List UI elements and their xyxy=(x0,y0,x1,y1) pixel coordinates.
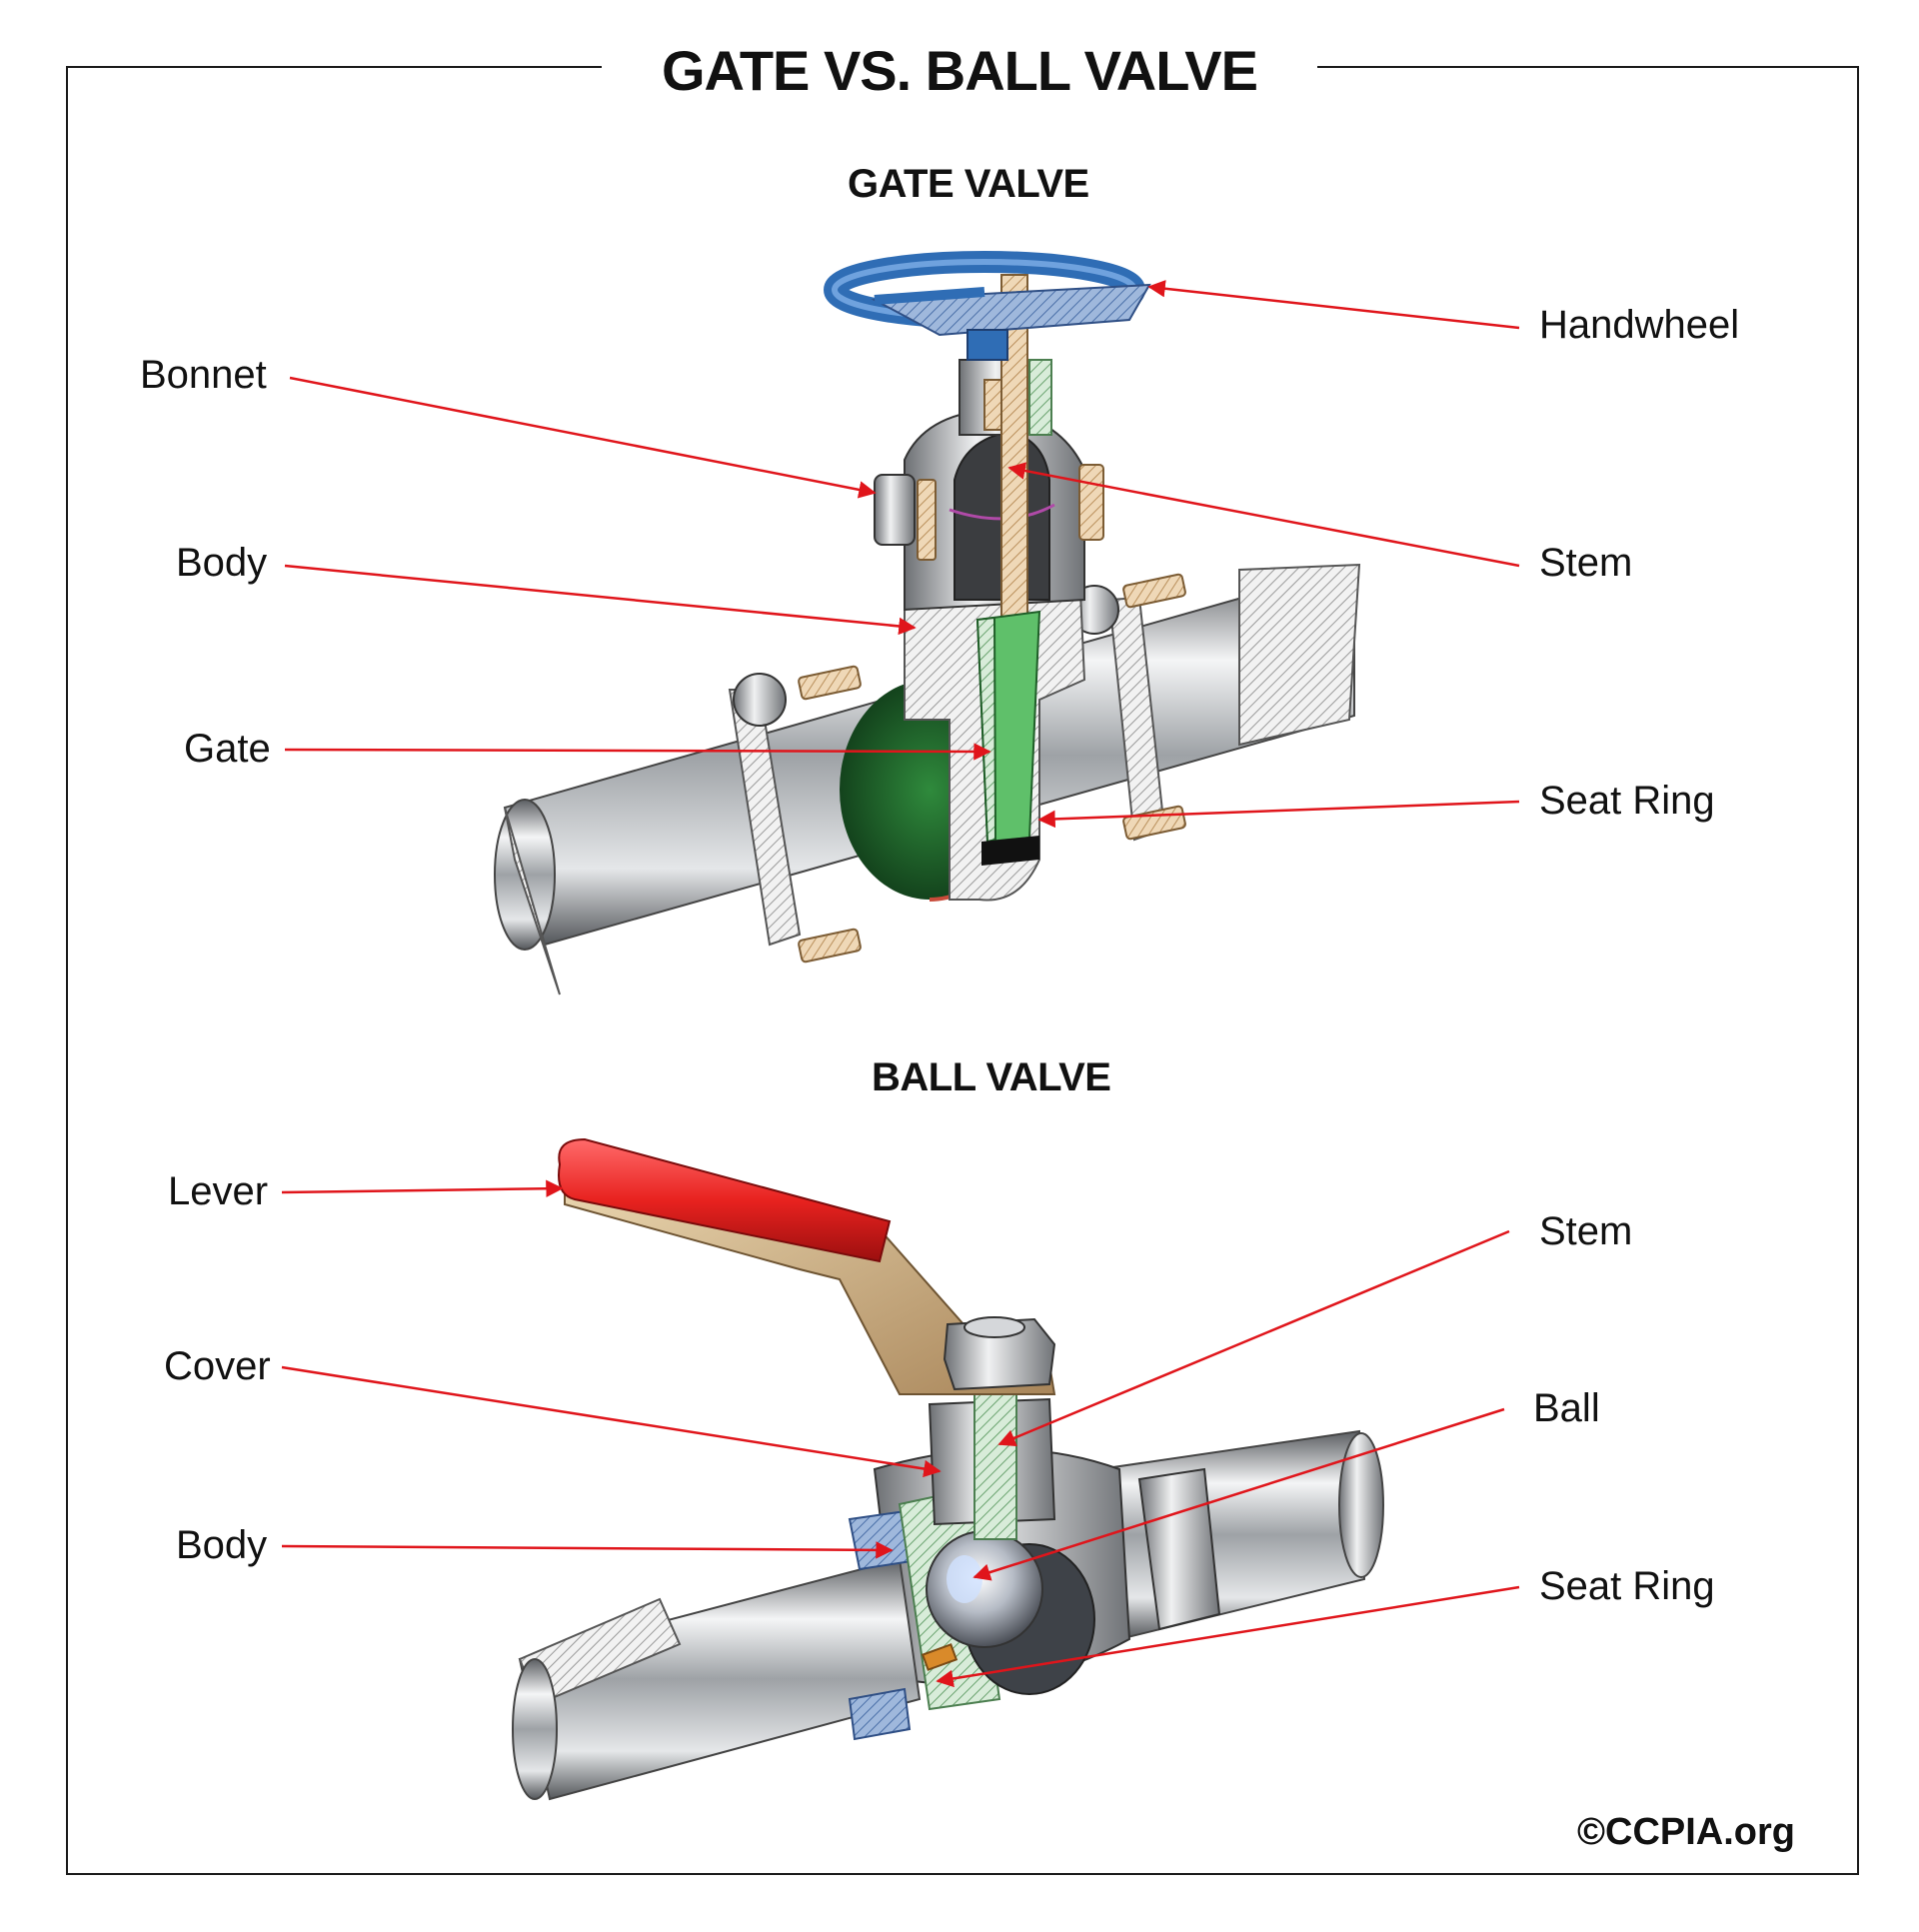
label-gate-seat-ring: Seat Ring xyxy=(1539,779,1715,823)
gate-valve-heading: GATE VALVE xyxy=(848,162,1089,206)
label-handwheel: Handwheel xyxy=(1539,303,1740,347)
label-ball-seat-ring: Seat Ring xyxy=(1539,1564,1715,1608)
label-bonnet: Bonnet xyxy=(140,353,267,397)
label-gate-body: Body xyxy=(176,541,268,585)
label-ball: Ball xyxy=(1533,1386,1600,1430)
leader-lines xyxy=(281,280,1520,1688)
label-lever: Lever xyxy=(168,1169,269,1213)
label-gate: Gate xyxy=(184,727,271,771)
gate-valve-drawing xyxy=(494,251,1361,995)
copyright-credit: ©CCPIA.org xyxy=(1577,1811,1795,1853)
ball-valve-drawing xyxy=(512,1137,1384,1801)
page-title-wrap: GATE VS. BALL VALVE xyxy=(0,38,1919,103)
label-gate-stem: Stem xyxy=(1539,541,1633,585)
label-ball-body: Body xyxy=(176,1523,268,1567)
ball-valve-heading: BALL VALVE xyxy=(872,1055,1111,1099)
label-ball-stem: Stem xyxy=(1539,1209,1633,1253)
label-cover: Cover xyxy=(164,1344,271,1388)
page-title: GATE VS. BALL VALVE xyxy=(601,39,1317,102)
